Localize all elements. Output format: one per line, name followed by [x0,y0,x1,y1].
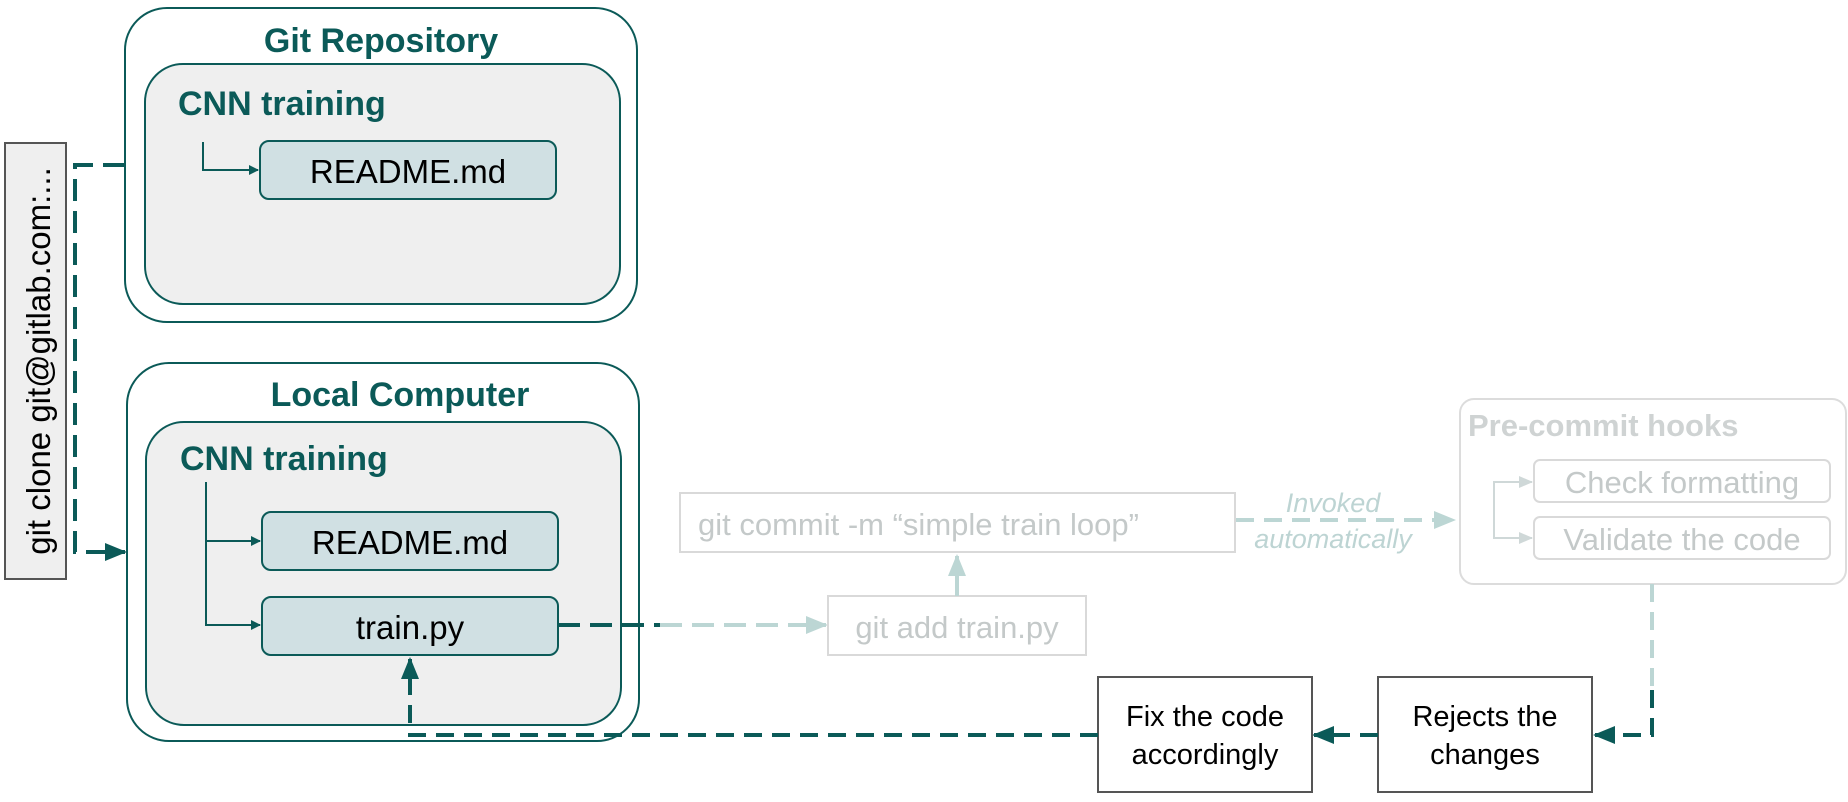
rejects-label-line1: Rejects the [1412,701,1557,733]
hook-check-formatting: Check formatting [1533,459,1831,503]
git-repository-folder: CNN training README.md [144,63,621,305]
fix-to-train-arrow [401,657,1098,737]
local-computer-folder: CNN training README.md train.py [145,421,622,726]
file-readme-local-label: README.md [312,524,508,561]
fix-label-line1: Fix the code [1126,701,1284,733]
hook-check-formatting-label: Check formatting [1565,465,1799,500]
file-readme-local[interactable]: README.md [261,511,559,571]
file-readme-repo[interactable]: README.md [259,140,557,200]
hooks-to-rejects-arrow [1593,690,1654,744]
fix-code-box: Fix the code accordingly [1097,676,1313,793]
local-computer-folder-label: CNN training [180,440,388,478]
clone-command-box: git clone git@gitlab.com:... [4,142,67,580]
file-train-py[interactable]: train.py [261,596,559,656]
git-repository-folder-label: CNN training [178,85,386,123]
invoked-note-line2: automatically [1254,524,1413,554]
fix-label-line2: accordingly [1132,739,1279,771]
git-commit-label: git commit -m “simple train loop” [698,507,1139,542]
git-repository-panel: Git Repository CNN training README.md [124,7,638,323]
precommit-hooks-title: Pre-commit hooks [1468,408,1738,443]
git-add-box: git add train.py [827,595,1087,656]
invoked-note-line1: Invoked [1286,488,1382,518]
file-train-py-label: train.py [356,609,465,646]
git-add-label: git add train.py [855,610,1059,645]
git-repository-title: Git Repository [264,22,498,60]
tree-connector [202,142,259,175]
tree-connector [205,482,261,630]
rejects-box: Rejects the changes [1377,676,1593,793]
local-computer-panel: Local Computer CNN training README.md tr… [126,362,640,742]
git-commit-box: git commit -m “simple train loop” [679,492,1236,553]
hook-validate-code: Validate the code [1533,516,1831,560]
clone-arrow [73,163,127,561]
rejects-label-line2: changes [1430,739,1540,771]
local-computer-title: Local Computer [271,376,530,414]
hook-validate-code-label: Validate the code [1563,522,1800,557]
clone-command-label: git clone git@gitlab.com:... [20,167,57,555]
file-readme-repo-label: README.md [310,153,506,190]
precommit-hooks-panel: Pre-commit hooks Check formatting Valida… [1459,398,1847,585]
